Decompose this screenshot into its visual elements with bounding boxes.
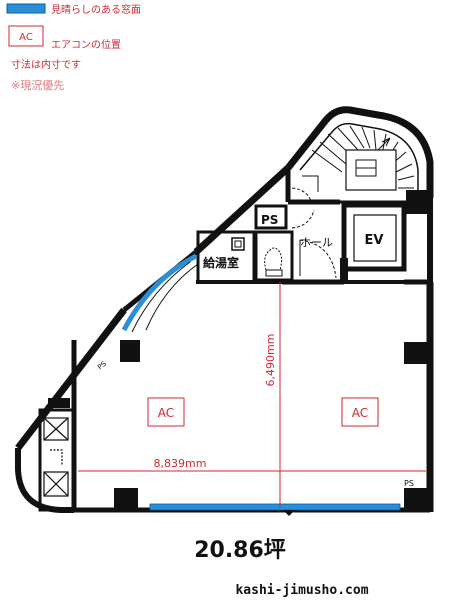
ac-label-left: AC xyxy=(158,406,174,420)
columns xyxy=(48,340,430,510)
depth-dimension-label: 6,490mm xyxy=(264,334,277,387)
windows xyxy=(121,253,401,516)
width-dimension-label: 8,839mm xyxy=(154,457,207,470)
site-url: kashi-jimusho.com xyxy=(235,583,368,598)
hall-door-swing xyxy=(299,239,337,279)
room-labels: PS ホール EV 給湯室 PS PS xyxy=(96,213,414,488)
stair-outer-wall xyxy=(285,106,434,198)
hall-label: ホール xyxy=(300,236,333,249)
legend-dimension-note: 寸法は内寸です xyxy=(11,58,81,71)
legend-window-label: 見晴らしのある窓面 xyxy=(51,3,141,16)
ps-room xyxy=(254,204,288,230)
window-diagonal xyxy=(121,253,198,332)
stair-inner-wall xyxy=(299,122,419,196)
toilet-room xyxy=(254,230,294,282)
core-area xyxy=(254,168,433,285)
legend-ac-position-label: エアコンの位置 xyxy=(51,38,121,51)
ps-label: PS xyxy=(261,213,278,227)
legend: 見晴らしのある窓面 AC エアコンの位置 寸法は内寸です ※現況優先 xyxy=(6,3,141,92)
ps-small-label: PS xyxy=(96,359,108,371)
legend-ac-box-label: AC xyxy=(19,32,33,43)
dimension-lines xyxy=(78,282,426,508)
ac-box-right xyxy=(341,397,379,427)
legend-priority-note: ※現況優先 xyxy=(11,78,64,92)
left-fixtures xyxy=(43,417,69,497)
kitchenette-label: 給湯室 xyxy=(203,255,239,270)
window-bottom xyxy=(149,503,401,511)
ac-units: AC AC xyxy=(147,397,379,427)
area-label: 20.86坪 xyxy=(194,538,286,563)
ac-box-left xyxy=(147,397,185,427)
stair-landing xyxy=(345,149,397,191)
ev-label: EV xyxy=(365,233,384,248)
meter-box-label: PS xyxy=(404,479,414,488)
sink-icon xyxy=(231,237,245,251)
legend-window-swatch xyxy=(6,3,46,14)
ac-label-right: AC xyxy=(352,406,368,420)
legend-ac-box xyxy=(8,25,44,47)
